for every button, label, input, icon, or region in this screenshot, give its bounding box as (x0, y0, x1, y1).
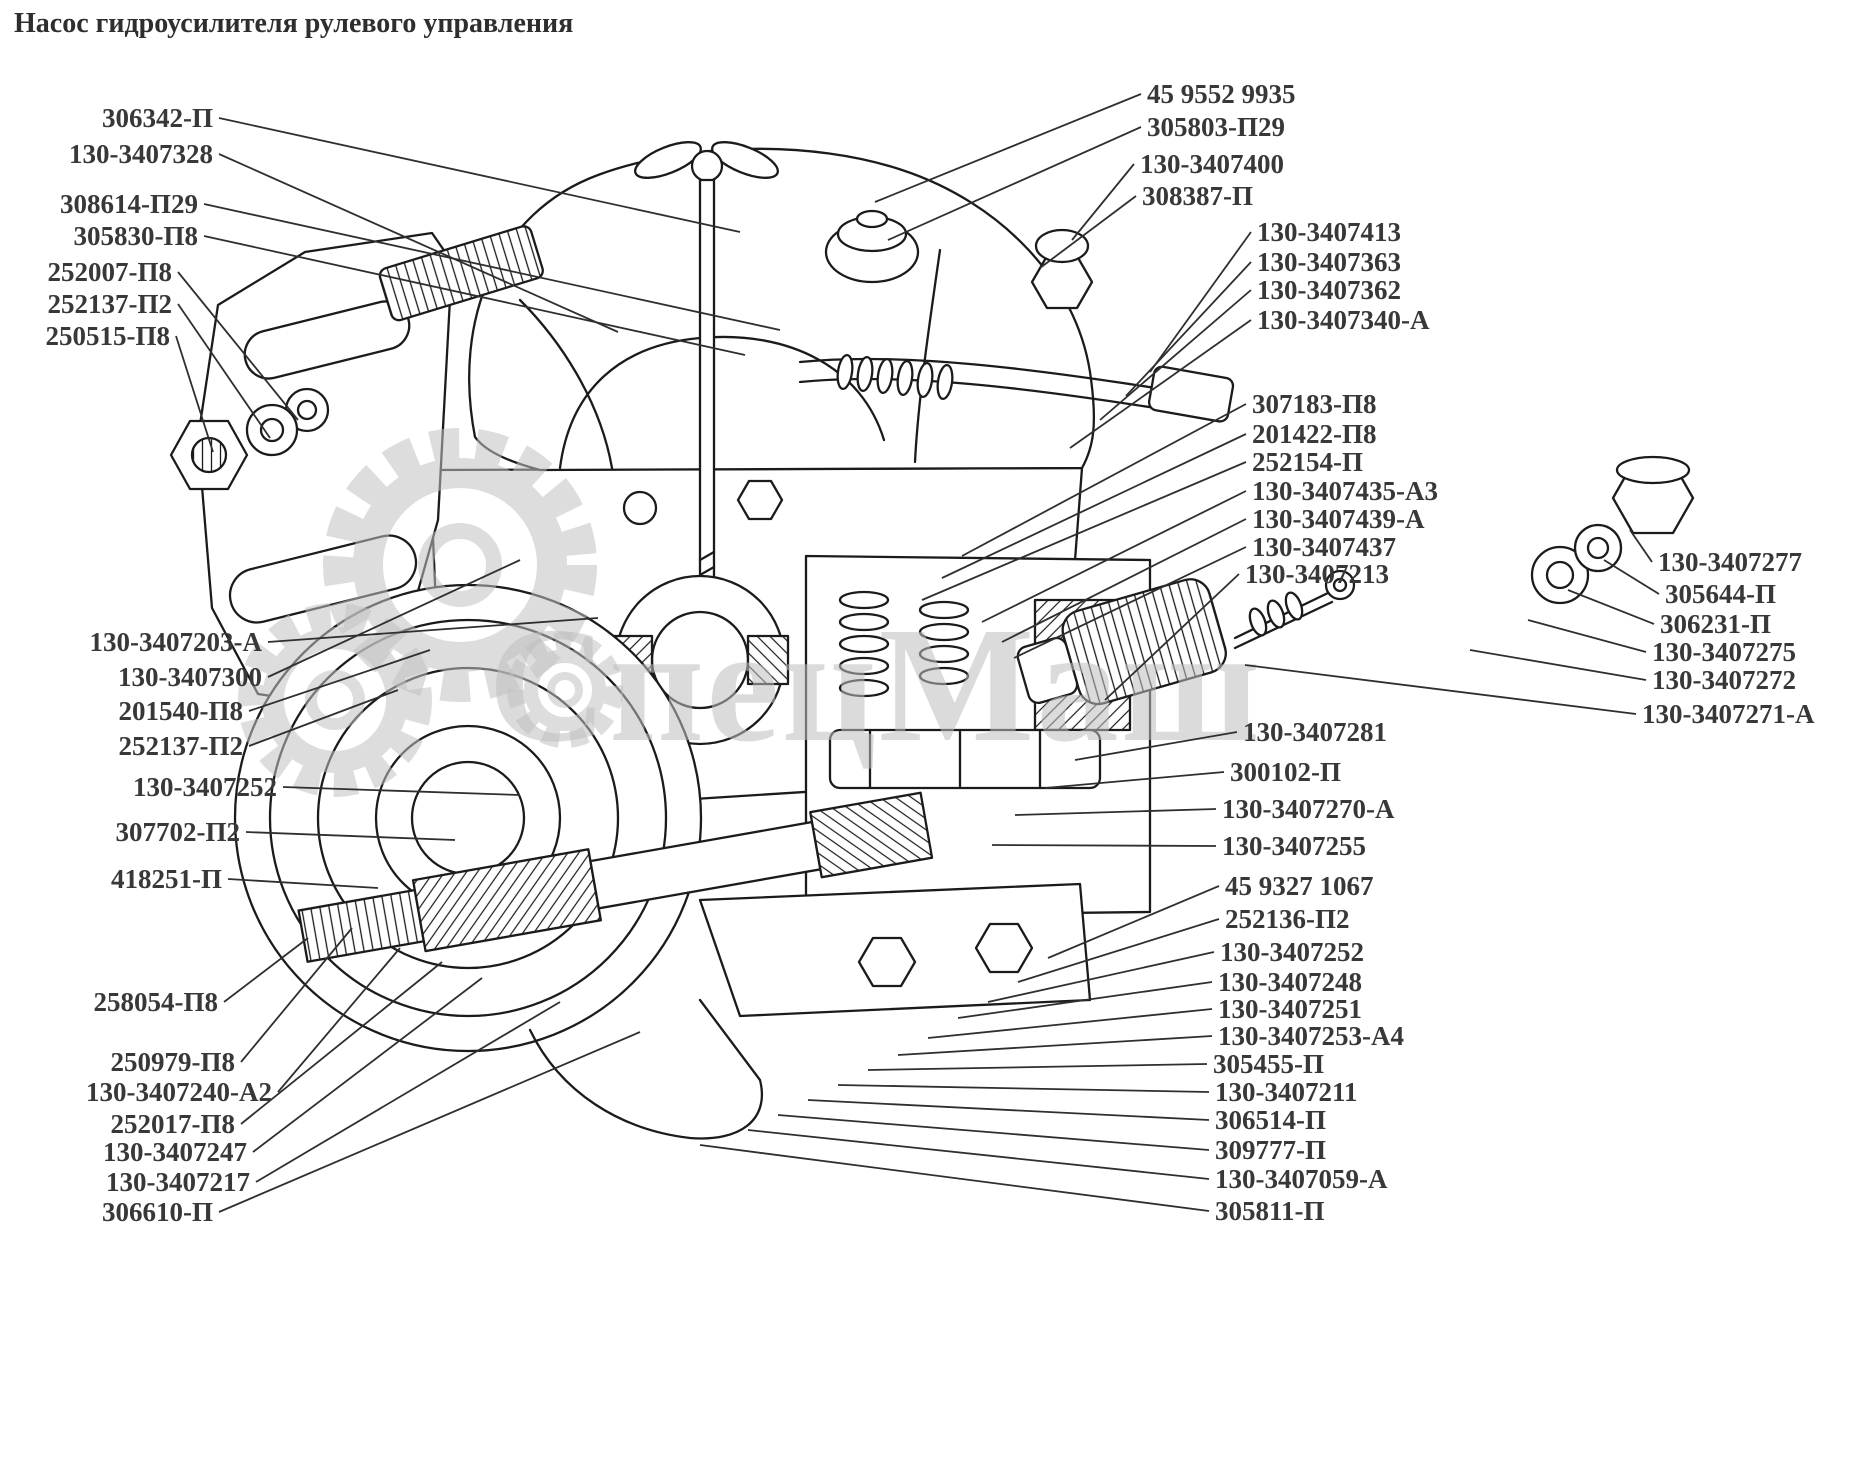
part-label: 309777-П (1215, 1135, 1326, 1165)
part-label: 308614-П29 (60, 189, 198, 219)
part-label: 130-3407248 (1218, 967, 1362, 997)
part-label: 300102-П (1230, 757, 1341, 787)
part-label: 130-3407247 (103, 1137, 247, 1167)
part-label: 307183-П8 (1252, 389, 1377, 419)
part-label: 418251-П (111, 864, 222, 894)
part-label: 45 9327 1067 (1225, 871, 1374, 901)
part-label: 130-3407413 (1257, 217, 1401, 247)
part-label: 130-3407363 (1257, 247, 1401, 277)
part-label: 130-3407271-А (1642, 699, 1815, 729)
part-label: 305803-П29 (1147, 112, 1285, 142)
part-label: 306610-П (102, 1197, 213, 1227)
part-label: 252017-П8 (110, 1109, 236, 1139)
part-label: 130-3407272 (1652, 665, 1796, 695)
part-label: 45 9552 9935 (1147, 79, 1296, 109)
part-label: 252136-П2 (1225, 904, 1350, 934)
part-label: 130-3407400 (1140, 149, 1284, 179)
part-label: 130-3407255 (1222, 831, 1366, 861)
part-label: 130-3407251 (1218, 994, 1362, 1024)
part-label: 130-3407213 (1245, 559, 1389, 589)
part-label: 307702-П2 (115, 817, 241, 847)
part-label: 130-3407277 (1658, 547, 1802, 577)
part-label: 130-3407240-А2 (86, 1077, 272, 1107)
part-label: 305644-П (1665, 579, 1776, 609)
part-label: 306514-П (1215, 1105, 1326, 1135)
part-label: 250515-П8 (45, 321, 171, 351)
page-title: Насос гидроусилителя рулевого управления (14, 8, 574, 39)
part-label: 258054-П8 (93, 987, 219, 1017)
part-label: 130-3407328 (69, 139, 213, 169)
part-label: 130-3407203-А (89, 627, 262, 657)
part-label: 308387-П (1142, 181, 1253, 211)
part-label: 305811-П (1215, 1196, 1325, 1226)
part-label: 252137-П2 (47, 289, 173, 319)
part-label: 130-3407437 (1252, 532, 1396, 562)
part-label: 130-3407252 (1220, 937, 1364, 967)
part-label: 130-3407253-А4 (1218, 1021, 1404, 1051)
part-label: 130-3407275 (1652, 637, 1796, 667)
part-label: 130-3407270-А (1222, 794, 1395, 824)
valve-body-drawing (804, 554, 1152, 918)
part-label: 130-3407281 (1243, 717, 1387, 747)
part-label: 130-3407217 (106, 1167, 250, 1197)
part-label: 201422-П8 (1252, 419, 1377, 449)
part-label: 201540-П8 (118, 696, 244, 726)
part-label: 130-3407300 (118, 662, 262, 692)
part-label: 130-3407439-А (1252, 504, 1425, 534)
part-label: 252137-П2 (118, 731, 244, 761)
part-label: 305455-П (1213, 1049, 1324, 1079)
part-label: 130-3407252 (133, 772, 277, 802)
part-label: 130-3407211 (1215, 1077, 1358, 1107)
part-label: 130-3407059-А (1215, 1164, 1388, 1194)
part-label: 130-3407435-А3 (1252, 476, 1438, 506)
part-label: 252154-П (1252, 447, 1363, 477)
part-label: 252007-П8 (47, 257, 173, 287)
part-label: 306342-П (102, 103, 213, 133)
part-label: 250979-П8 (110, 1047, 236, 1077)
part-label: 130-3407362 (1257, 275, 1401, 305)
part-label: 130-3407340-А (1257, 305, 1430, 335)
part-label: 306231-П (1660, 609, 1771, 639)
part-label: 305830-П8 (73, 221, 199, 251)
